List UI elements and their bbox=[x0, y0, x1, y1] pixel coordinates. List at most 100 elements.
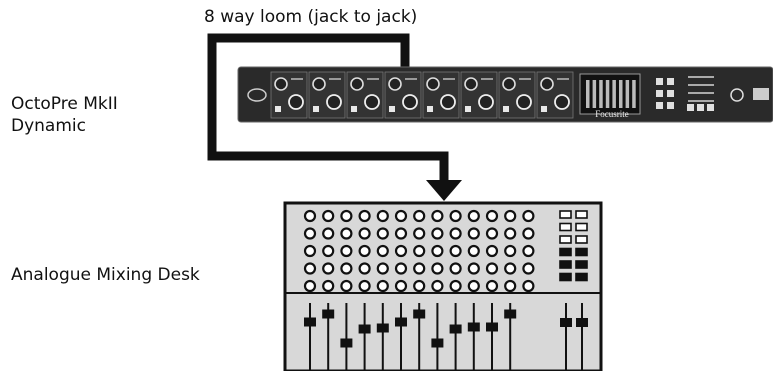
fader-cap bbox=[467, 322, 480, 332]
desk-knob bbox=[449, 279, 462, 293]
panel-button bbox=[656, 78, 663, 85]
desk-knob bbox=[522, 262, 535, 275]
meter-bar bbox=[599, 80, 603, 108]
desk-knob bbox=[322, 279, 335, 293]
fader-cap bbox=[449, 324, 462, 334]
desk-knob bbox=[358, 262, 371, 275]
fader-cap bbox=[486, 322, 498, 332]
master-fader-cap bbox=[576, 318, 588, 327]
desk-knob bbox=[504, 279, 517, 293]
panel-legend bbox=[688, 76, 714, 78]
desk-label: Analogue Mixing Desk bbox=[11, 265, 200, 285]
master-fader-cap bbox=[560, 318, 572, 327]
desk-knob bbox=[376, 262, 389, 275]
desk-knob bbox=[413, 279, 426, 293]
desk-knob bbox=[394, 244, 408, 258]
gain-knob bbox=[388, 77, 402, 91]
channel-legend bbox=[519, 78, 531, 80]
desk-knob bbox=[431, 244, 444, 258]
gain-knob bbox=[464, 77, 478, 91]
channel-button bbox=[503, 106, 509, 112]
desk-knob bbox=[322, 262, 335, 275]
desk-knob bbox=[449, 227, 462, 240]
desk-knob bbox=[413, 262, 426, 275]
desk-knob bbox=[322, 244, 335, 258]
desk-knob bbox=[340, 209, 353, 223]
device-label-line2: Dynamic bbox=[11, 116, 86, 136]
desk-button bbox=[559, 272, 572, 282]
desk-knob bbox=[376, 209, 389, 223]
power-switch bbox=[730, 88, 744, 102]
desk-knob bbox=[358, 244, 371, 258]
octopre-device: Focusrite bbox=[237, 66, 773, 123]
panel-button bbox=[687, 104, 694, 111]
desk-buttons bbox=[559, 210, 588, 282]
desk-knob bbox=[467, 209, 480, 223]
desk-knob bbox=[449, 262, 462, 275]
meter-bar bbox=[625, 80, 630, 108]
channel-button bbox=[389, 106, 395, 112]
desk-knob bbox=[485, 279, 499, 293]
desk-knob bbox=[340, 227, 353, 240]
device-label: OctoPre MkII Dynamic bbox=[11, 93, 118, 137]
desk-button bbox=[559, 260, 572, 269]
desk-button bbox=[575, 272, 588, 282]
panel-legend bbox=[688, 92, 714, 94]
level-knob bbox=[402, 94, 418, 110]
desk-knob bbox=[394, 227, 408, 240]
meter-display bbox=[579, 73, 641, 115]
channel-legend bbox=[329, 78, 341, 80]
desk-button bbox=[559, 247, 572, 257]
panel-button bbox=[667, 102, 674, 109]
fader-cap bbox=[413, 309, 426, 319]
meter-bar bbox=[632, 80, 636, 108]
fader-cap bbox=[504, 309, 517, 319]
desk-button bbox=[575, 210, 588, 219]
meter-bar bbox=[605, 80, 610, 108]
control-panel bbox=[656, 76, 714, 111]
desk-button bbox=[559, 222, 572, 232]
desk-knob bbox=[340, 262, 353, 275]
channel-legend bbox=[443, 78, 455, 80]
loom-cable bbox=[207, 33, 449, 183]
desk-knob bbox=[467, 262, 480, 275]
desk-button bbox=[559, 210, 572, 219]
desk-knob bbox=[522, 279, 535, 293]
device-label-line1: OctoPre MkII bbox=[11, 94, 118, 114]
panel-button bbox=[697, 104, 704, 111]
desk-knob bbox=[322, 227, 335, 240]
desk-knob bbox=[467, 227, 480, 240]
channel-legend bbox=[405, 78, 417, 80]
desk-knob bbox=[394, 209, 408, 223]
desk-knob bbox=[449, 209, 462, 223]
desk-knob bbox=[504, 244, 517, 258]
channel-button bbox=[313, 106, 319, 112]
mixing-desk bbox=[283, 201, 603, 371]
desk-knob bbox=[358, 279, 371, 293]
desk-button bbox=[575, 222, 588, 232]
desk-knob bbox=[303, 279, 317, 293]
desk-knob bbox=[522, 209, 535, 223]
channel-button bbox=[427, 106, 433, 112]
panel-button bbox=[656, 90, 663, 97]
channel-legend bbox=[557, 78, 569, 80]
desk-knob bbox=[431, 262, 444, 275]
panel-legend bbox=[688, 84, 714, 86]
fader-cap bbox=[304, 317, 316, 327]
meter-bar bbox=[592, 80, 597, 108]
desk-knob bbox=[413, 227, 426, 240]
channel-button bbox=[351, 106, 357, 112]
desk-knob bbox=[358, 227, 371, 240]
channel-legend bbox=[481, 78, 493, 80]
desk-button bbox=[559, 235, 572, 244]
loom-arrowhead bbox=[426, 180, 462, 201]
loom-label: 8 way loom (jack to jack) bbox=[204, 7, 418, 27]
gain-knob bbox=[426, 77, 440, 91]
desk-knob bbox=[485, 244, 499, 258]
fader-cap bbox=[340, 338, 353, 348]
desk-knob bbox=[485, 227, 499, 240]
desk-knob bbox=[522, 227, 535, 240]
desk-knob bbox=[340, 244, 353, 258]
gain-knob bbox=[312, 77, 326, 91]
desk-knob bbox=[485, 262, 499, 275]
